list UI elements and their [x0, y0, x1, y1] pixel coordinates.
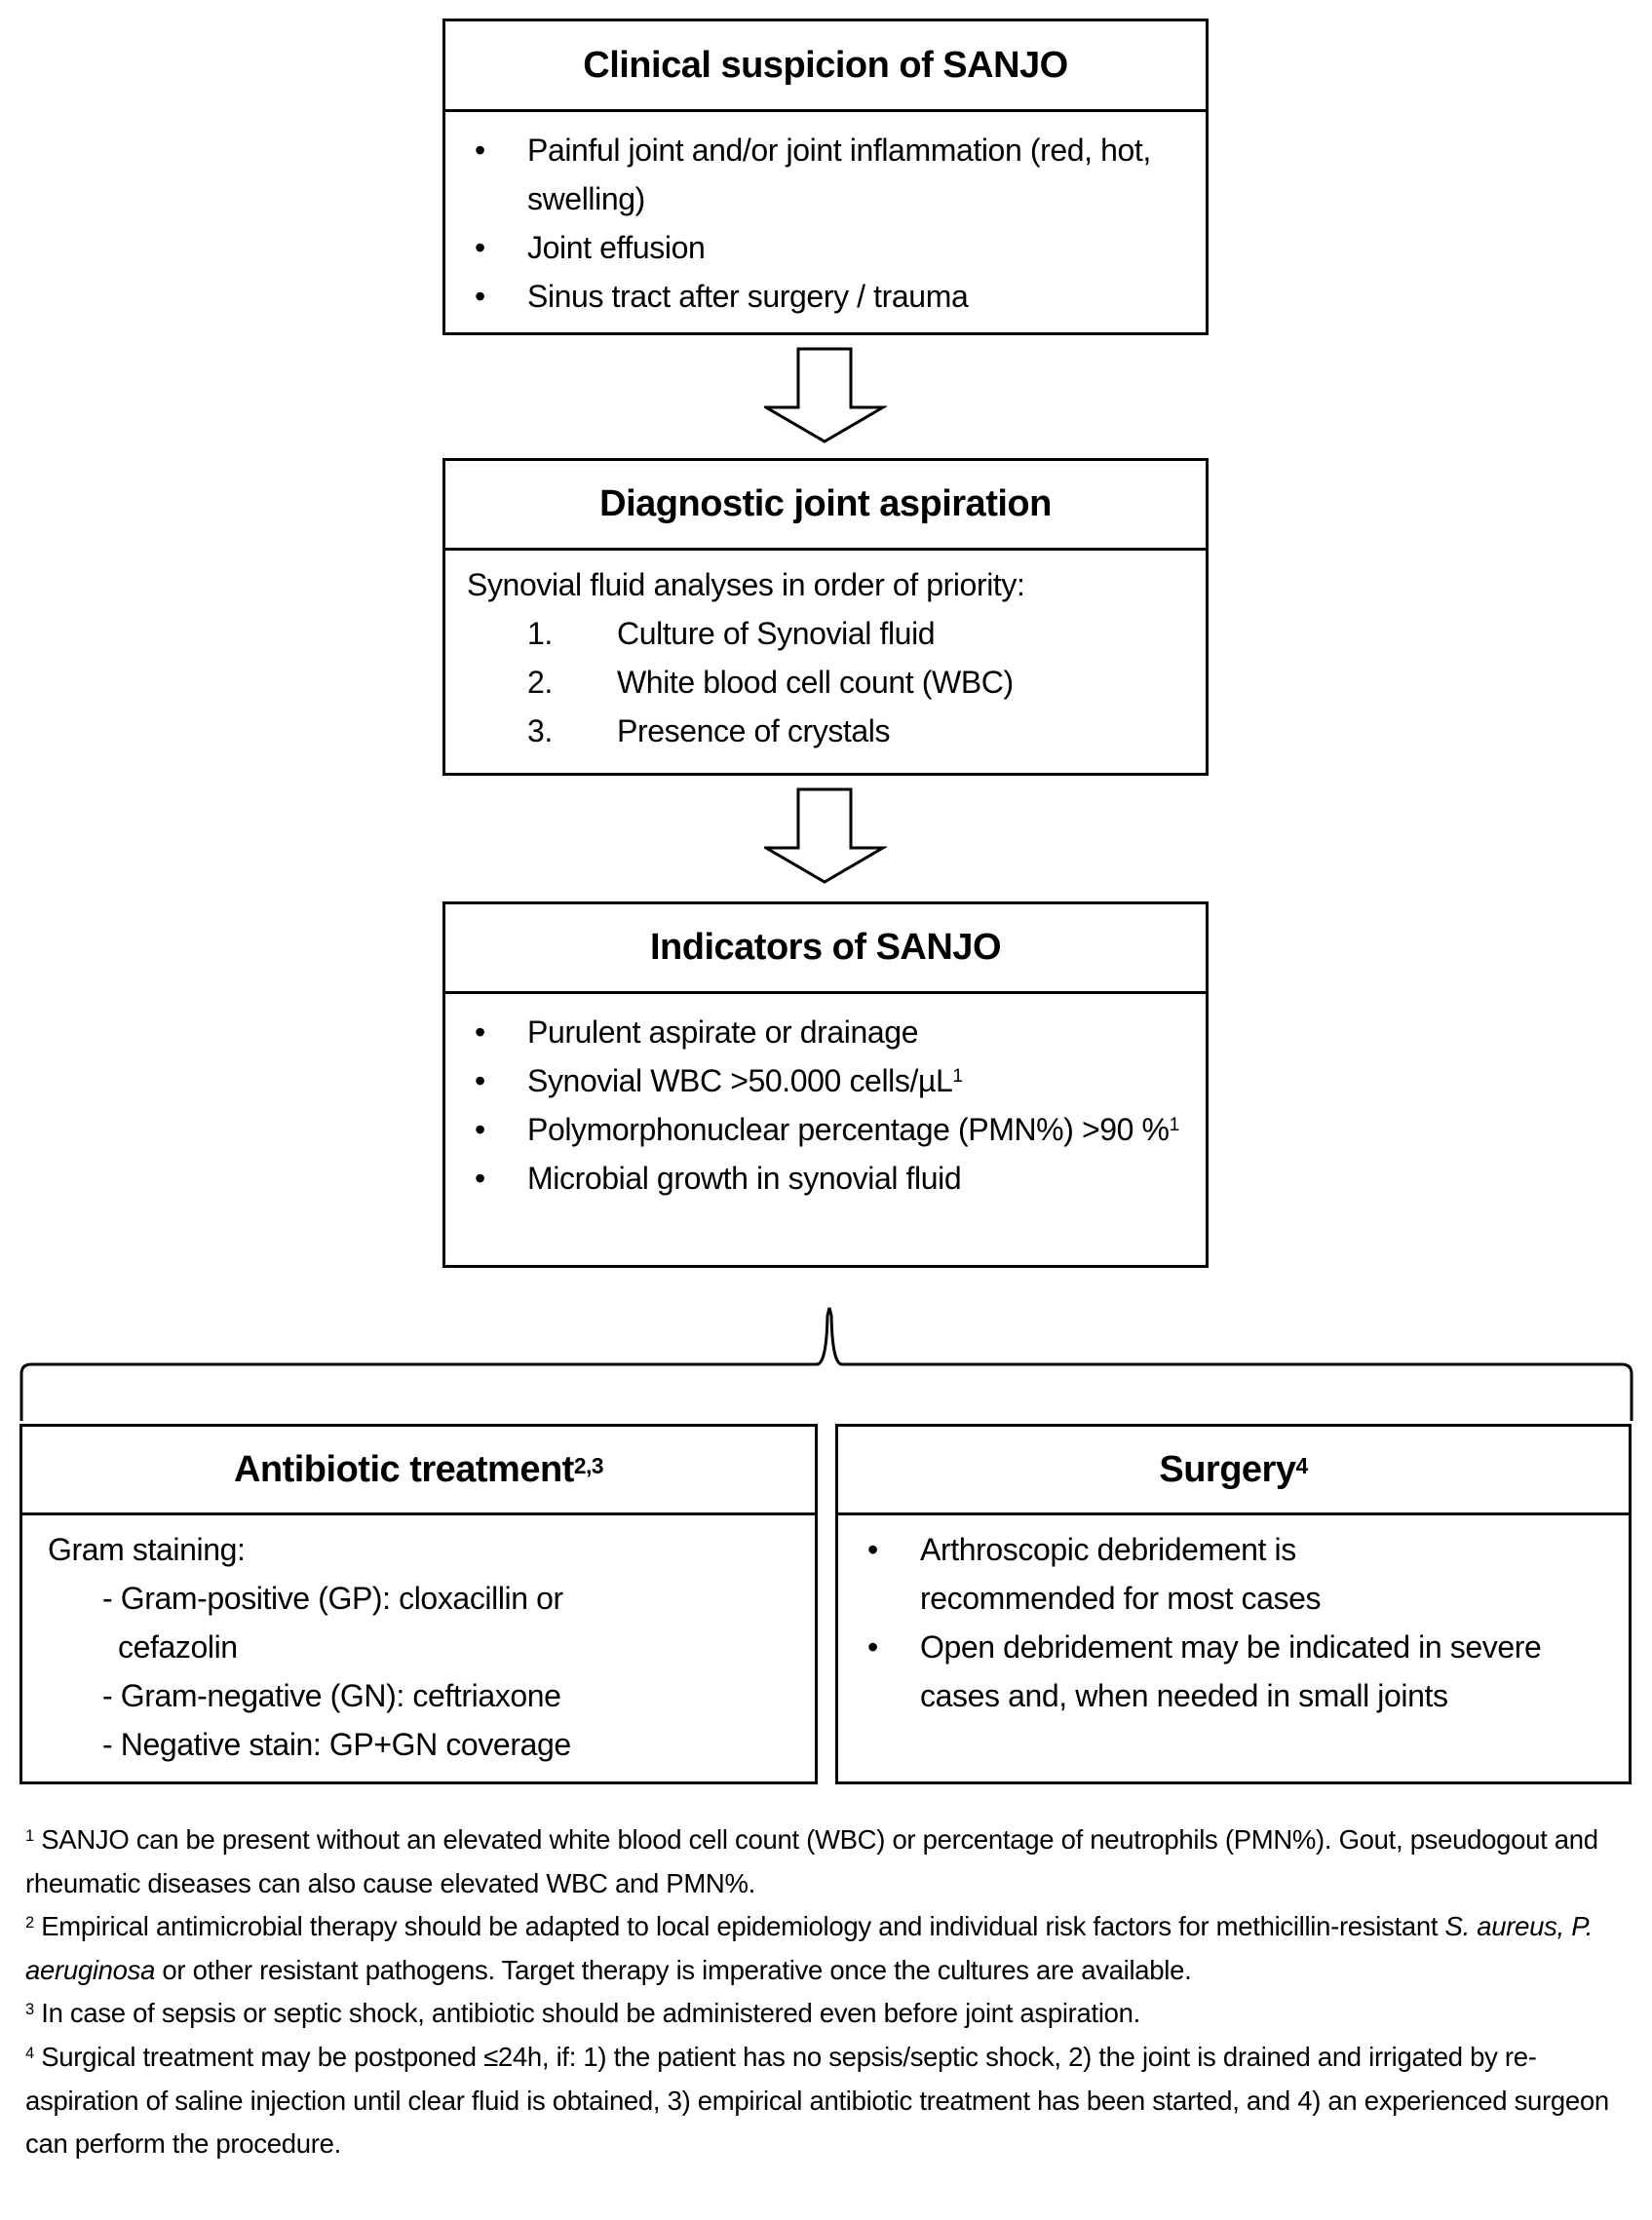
- list-item: - Gram-negative (GN): ceftriaxone: [102, 1678, 561, 1713]
- joint-aspiration-box: Diagnostic joint aspiration Synovial flu…: [442, 458, 1209, 776]
- list-item: Open debridement may be indicated in sev…: [860, 1623, 1607, 1720]
- list-item: Microbial growth in synovial fluid: [467, 1154, 1184, 1203]
- footnotes: 1 SANJO can be present without an elevat…: [25, 1818, 1633, 2166]
- list-item: 1.Culture of Synovial fluid: [527, 616, 936, 651]
- box-title: Diagnostic joint aspiration: [445, 461, 1206, 551]
- indicators-box: Indicators of SANJO Purulent aspirate or…: [442, 901, 1209, 1268]
- clinical-suspicion-box: Clinical suspicion of SANJO Painful join…: [442, 19, 1209, 335]
- list-item: - Negative stain: GP+GN coverage: [102, 1727, 571, 1762]
- footnote: 2 Empirical antimicrobial therapy should…: [25, 1911, 1594, 1985]
- footnote: 4 Surgical treatment may be postponed ≤2…: [25, 2041, 1609, 2160]
- list-item: Painful joint and/or joint inflammation …: [467, 126, 1184, 223]
- list-item: - Gram-positive (GP): cloxacillin or cef…: [102, 1581, 563, 1665]
- down-arrow-icon: [764, 347, 887, 443]
- down-arrow-icon: [764, 787, 887, 884]
- intro-text: Gram staining:: [48, 1532, 246, 1567]
- box-title: Indicators of SANJO: [445, 904, 1206, 994]
- list-item: Synovial WBC >50.000 cells/µL1: [467, 1056, 1184, 1105]
- list-item: Polymorphonuclear percentage (PMN%) >90 …: [467, 1105, 1184, 1154]
- intro-text: Synovial fluid analyses in order of prio…: [467, 567, 1025, 602]
- list-item: Joint effusion: [467, 223, 1184, 272]
- list-item: Arthroscopic debridement is recommended …: [860, 1525, 1446, 1623]
- list-item: Sinus tract after surgery / trauma: [467, 272, 1184, 321]
- list-item: Purulent aspirate or drainage: [467, 1008, 1184, 1056]
- list-item: 3.Presence of crystals: [527, 713, 891, 748]
- footnote: 3 In case of sepsis or septic shock, ant…: [25, 1998, 1141, 2029]
- box-title: Clinical suspicion of SANJO: [445, 21, 1206, 112]
- list-item: 2.White blood cell count (WBC): [527, 665, 1014, 700]
- footnote: 1 SANJO can be present without an elevat…: [25, 1824, 1598, 1898]
- curly-brace: [19, 1307, 1633, 1421]
